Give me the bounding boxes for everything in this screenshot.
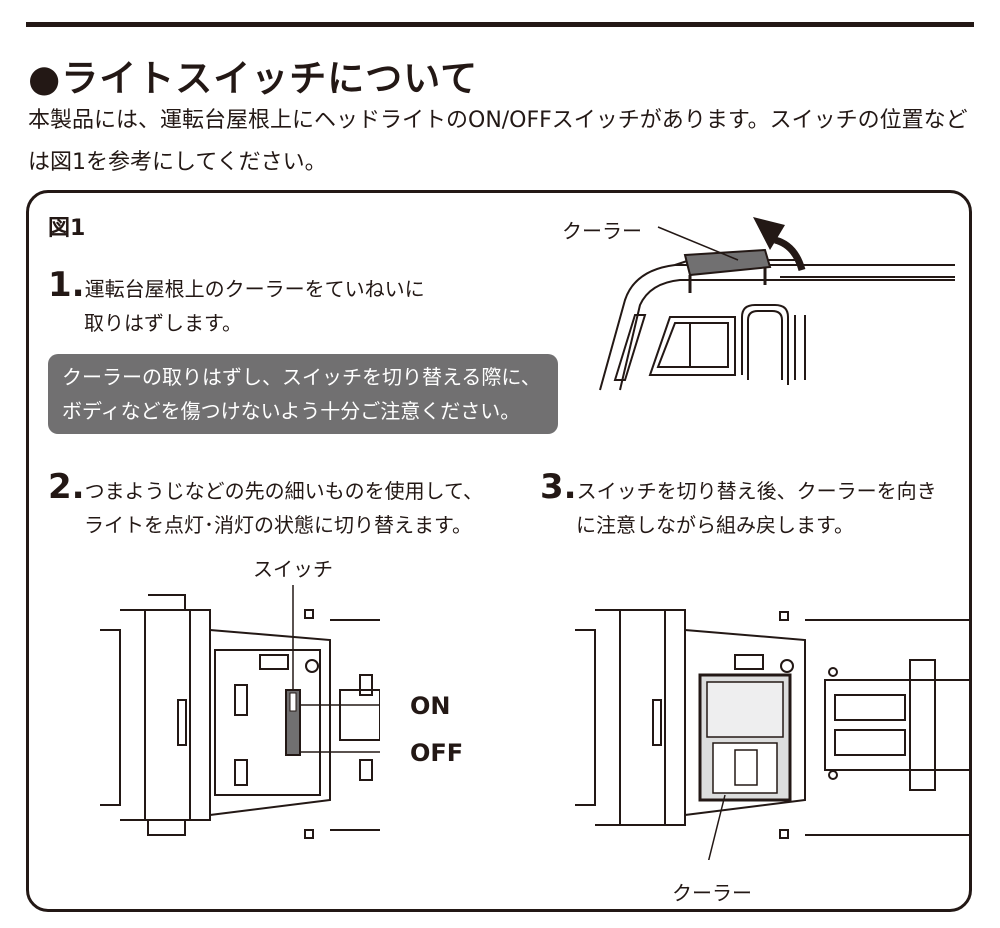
step-2-number: 2. [48, 467, 85, 507]
intro-text: 本製品には、運転台屋根上にヘッドライトのON/OFFスイッチがあります。スイッチ… [28, 108, 968, 175]
step-2: 2.つまようじなどの先の細いものを使用して、 ライトを点灯･消灯の状態に切り替え… [48, 470, 483, 542]
cab-roof-illustration [599, 217, 955, 391]
switch-position-illustration [100, 585, 380, 839]
step-3-number: 3. [540, 467, 577, 507]
step-3: 3.スイッチを切り替え後、クーラーを向き に注意しながら組み戻します。 [540, 470, 937, 542]
cooler-reinstalled-illustration [575, 609, 970, 860]
step-3-line2: に注意しながら組み戻します。 [576, 513, 854, 537]
cooler-callout-bottom: クーラー [672, 881, 752, 905]
step-1-line1: 運転台屋根上のクーラーをていねいに [84, 277, 425, 301]
cooler-callout-top: クーラー [562, 219, 642, 243]
caution-line1: クーラーの取りはずし、スイッチを切り替える際に、 [62, 365, 541, 389]
step-1-number: 1. [48, 265, 85, 305]
on-label: ON [410, 692, 451, 720]
section-heading: ●ライトスイッチについて [28, 57, 479, 100]
step-1: 1.運転台屋根上のクーラーをていねいに 取りはずします。 [48, 268, 425, 340]
caution-line2: ボディなどを傷つけないよう十分ご注意ください。 [62, 399, 521, 423]
caution-note: クーラーの取りはずし、スイッチを切り替える際に、 ボディなどを傷つけないよう十分… [48, 354, 558, 434]
step-2-line2: ライトを点灯･消灯の状態に切り替えます。 [84, 513, 472, 537]
step-2-line1: つまようじなどの先の細いものを使用して、 [84, 479, 483, 503]
top-rule [26, 22, 974, 27]
figure-frame [26, 190, 972, 912]
off-label: OFF [410, 739, 464, 767]
step-1-line2: 取りはずします。 [84, 311, 242, 335]
step-3-line1: スイッチを切り替え後、クーラーを向き [576, 479, 937, 503]
switch-callout: スイッチ [253, 557, 333, 581]
figure-label: 図1 [48, 216, 86, 241]
